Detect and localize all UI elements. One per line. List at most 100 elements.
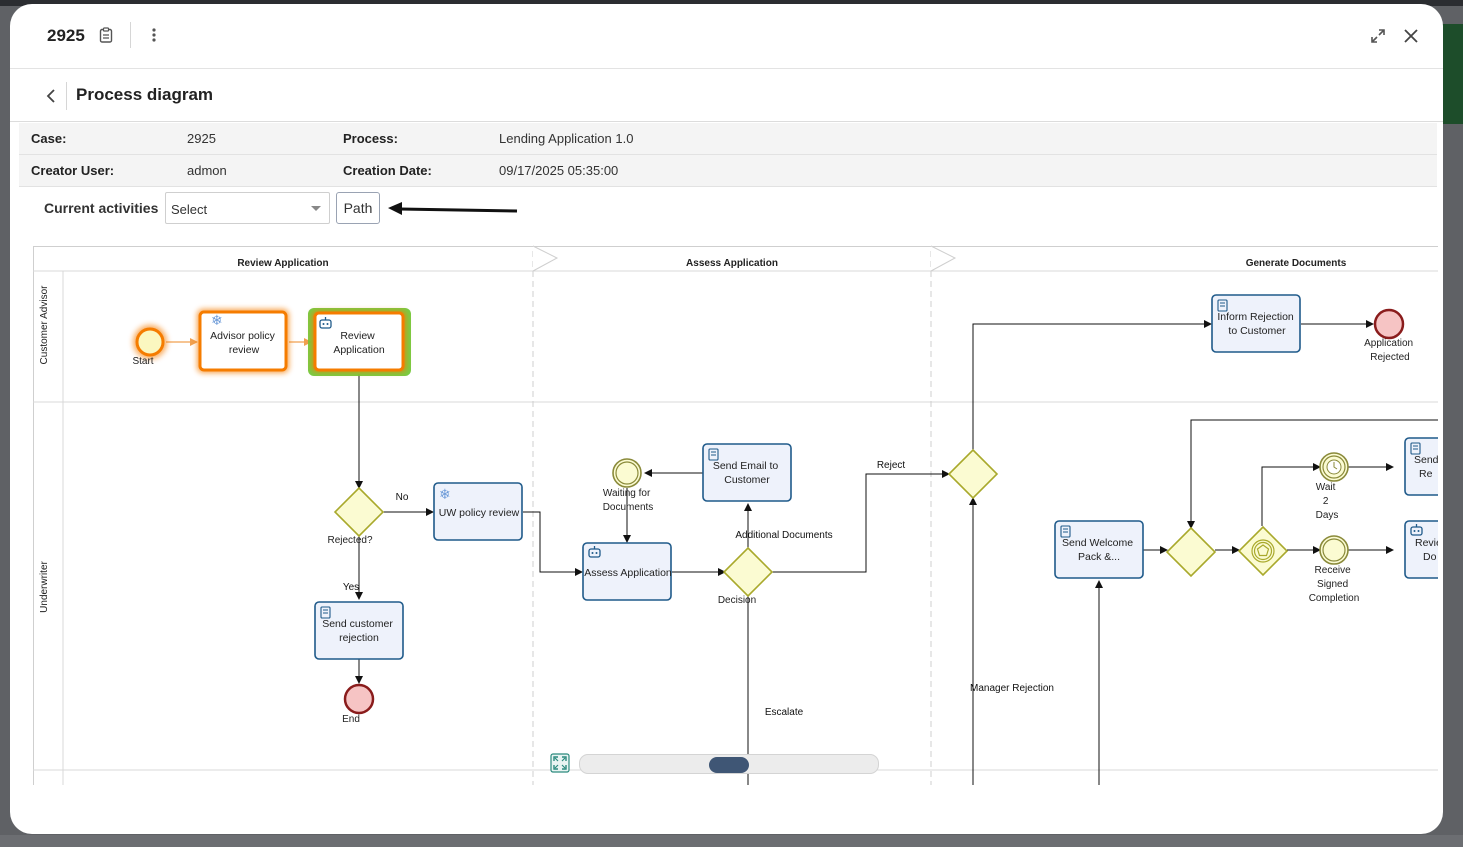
intermediate-event-waiting[interactable] [612,458,642,488]
more-options-icon[interactable] [146,26,162,44]
task-label: Inform Rejection to Customer [1217,311,1296,337]
task-uw-policy-review[interactable] [433,482,523,541]
robot-icon [588,546,601,558]
task-advisor-policy-review[interactable] [197,309,289,373]
snowflake-icon: ❄ [439,486,451,502]
task-review-application[interactable] [308,308,411,376]
pointer-arrow-annotation [388,202,518,215]
current-activities-label: Current activities [44,200,159,216]
flow-label-yes: Yes [343,582,359,593]
task-send-welcome-pack[interactable] [1054,520,1144,579]
gateway-decision[interactable] [722,546,774,598]
creator-label: Creator User: [31,163,115,178]
creation-date-value: 09/17/2025 05:35:00 [499,163,619,178]
task-send-partial[interactable] [1404,437,1438,496]
phase-chevron [930,245,957,272]
lane-label: Underwriter [39,560,50,612]
page-title: Process diagram [76,85,214,104]
creation-date-label: Creation Date: [343,163,432,178]
task-label: Assess Application [584,567,672,579]
current-activities-row: Current activities Select Path [10,189,1443,229]
start-event[interactable] [133,325,167,359]
page-header: Process diagram [10,74,1443,122]
phase-label: Generate Documents [1246,258,1347,269]
task-label: Send customer rejection [322,618,396,644]
script-icon [1060,525,1071,538]
timer-event[interactable] [1319,452,1349,482]
task-label: Send Email to Customer [713,460,781,486]
creator-value: admon [187,163,227,178]
info-row: Case: 2925 Process: Lending Application … [19,123,1437,155]
end-event-label: End [342,714,360,725]
back-chevron-icon[interactable] [43,86,59,106]
background-strip [0,0,1463,6]
process-dialog: 2925 Process diagram Case: 2925 Process:… [10,4,1443,834]
task-label: Send Re [1414,454,1438,480]
robot-icon [319,317,332,329]
activities-select[interactable]: Select [165,192,330,224]
task-label: Review Application [333,330,385,356]
header-separator [66,82,67,110]
background-footer [0,835,1463,847]
gateway-rejected[interactable] [333,486,385,538]
process-value: Lending Application 1.0 [499,131,634,146]
process-diagram-canvas[interactable]: Review Application Assess Application Ge… [33,241,1438,785]
script-icon [1410,442,1421,455]
dialog-title: 2925 [47,26,85,45]
end-event[interactable] [343,683,375,715]
flow-label-no: No [396,492,409,503]
message-event-receive[interactable] [1319,535,1349,565]
fit-to-screen-icon[interactable] [550,753,570,773]
title-separator [130,22,131,48]
select-value: Select [171,202,208,217]
scrollbar-thumb[interactable] [709,757,749,773]
close-icon[interactable] [1401,26,1421,46]
pool-frame [33,246,1438,785]
script-icon [708,448,719,461]
case-label: Case: [31,131,67,146]
phase-label: Review Application [237,258,328,269]
task-send-email[interactable] [702,443,792,502]
task-inform-rejection[interactable] [1211,294,1301,353]
expand-icon[interactable] [1369,27,1387,45]
gateway-merge[interactable] [1165,526,1217,578]
flow-label-additional-documents: Additional Documents [735,530,832,541]
script-icon [320,606,331,619]
background-panel [1441,24,1463,124]
gateway-reject[interactable] [947,448,999,500]
phase-label: Assess Application [686,258,778,269]
task-send-customer-rejection[interactable] [314,601,404,660]
script-icon [1217,299,1228,312]
task-label: Advisor policy review [210,330,278,356]
task-label: Revie Do [1415,537,1438,563]
case-value: 2925 [187,131,216,146]
sequence-flows [355,320,1438,785]
chevron-down-icon [311,206,321,211]
info-row: Creator User: admon Creation Date: 09/17… [19,155,1437,187]
task-label: Send Welcome Pack &... [1062,537,1136,563]
dialog-title-bar: 2925 [10,4,1443,69]
snowflake-icon: ❄ [211,312,223,328]
event-label: Application Rejected [1364,338,1416,363]
start-event-label: Start [132,356,153,367]
process-label: Process: [343,131,398,146]
event-label: Wait 2 Days [1316,482,1339,521]
flow-label-manager-rejection: Manager Rejection [970,683,1054,694]
horizontal-scrollbar[interactable] [579,754,879,774]
robot-icon [1410,524,1423,536]
bpmn-diagram: Review Application Assess Application Ge… [33,245,1438,785]
gateway-event-based[interactable] [1237,525,1289,577]
event-label: Waiting for Documents [603,488,654,513]
flow-label-escalate: Escalate [765,707,804,718]
event-label: Receive Signed Completion [1309,565,1360,604]
path-button[interactable]: Path [336,192,380,224]
case-info-table: Case: 2925 Process: Lending Application … [19,123,1437,187]
phase-chevron [532,245,559,272]
clipboard-icon[interactable] [98,26,114,44]
flow-label-reject: Reject [877,460,906,471]
task-assess-application[interactable] [582,542,672,601]
gateway-label: Decision [718,595,756,606]
end-event-application-rejected[interactable] [1373,308,1405,340]
lane-label: Customer Advisor [39,285,50,365]
gateway-label: Rejected? [327,535,372,546]
